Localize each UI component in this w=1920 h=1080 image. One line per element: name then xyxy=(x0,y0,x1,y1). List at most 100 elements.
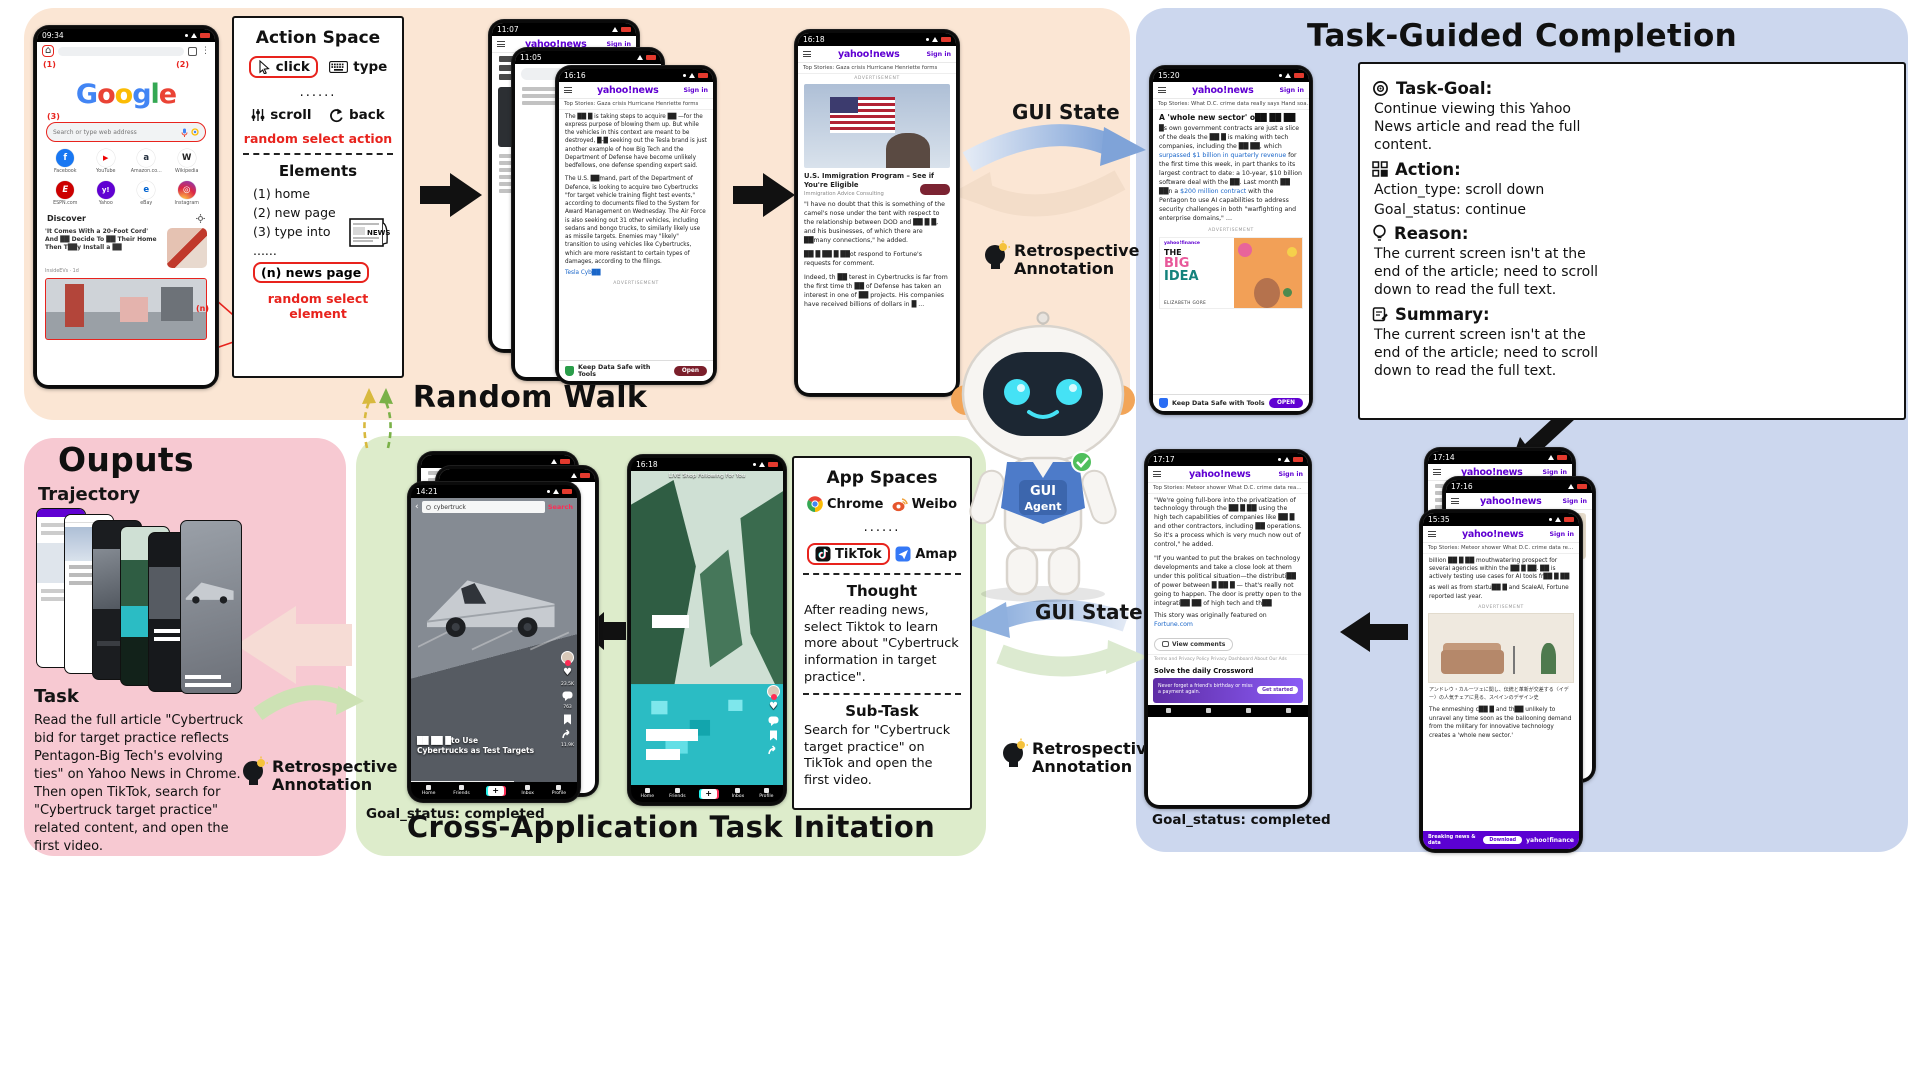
ad-button[interactable] xyxy=(920,183,950,195)
article-link[interactable]: surpassed $1 billion in quarterly revenu… xyxy=(1159,152,1287,160)
element-type-into[interactable]: (3) type into xyxy=(253,224,331,239)
comment-icon[interactable] xyxy=(768,716,779,726)
tabs-icon[interactable] xyxy=(188,46,197,56)
home-icon[interactable]: ⌂ xyxy=(42,45,55,57)
article-paragraph: billion ██ █ ██ mouthwatering prospect f… xyxy=(1429,557,1570,581)
nav-friends[interactable]: Friends xyxy=(453,785,470,796)
sign-in-button[interactable]: Sign in xyxy=(683,86,708,94)
bookmark-icon[interactable] xyxy=(563,714,572,725)
footer-links[interactable]: Terms and Privacy Policy Privacy Dashboa… xyxy=(1148,653,1308,664)
top-stories-bar[interactable]: Top Stories: Meteor shower What D.C. cri… xyxy=(1148,483,1308,494)
censored-block xyxy=(646,749,680,760)
lens-icon[interactable] xyxy=(191,128,199,136)
like-icon[interactable]: ♥ xyxy=(563,667,572,678)
address-bar[interactable] xyxy=(58,46,184,56)
view-comments-button[interactable]: View comments xyxy=(1154,637,1234,651)
action-type[interactable]: type xyxy=(329,59,387,75)
top-stories-bar[interactable]: Top Stories: Meteor shower What D.C. cri… xyxy=(1423,543,1579,554)
nav-home[interactable]: Home xyxy=(641,788,654,799)
ad-caption[interactable]: U.S. Immigration Program – See if You're… xyxy=(798,170,956,199)
tiktok-search-bar[interactable]: ‹ cybertruck Search xyxy=(415,501,573,513)
shortcut-instagram[interactable]: ◎Instagram xyxy=(167,181,208,206)
download-button[interactable]: Download xyxy=(1483,836,1523,844)
feed-card[interactable]: 'It Comes With a 20-Foot Cord' And ██ De… xyxy=(37,225,215,269)
element-news-page[interactable]: (n) news page xyxy=(253,262,370,283)
top-stories-bar[interactable]: Top Stories: Gaza crisis Hurricane Henri… xyxy=(798,63,956,74)
nav-profile[interactable]: Profile xyxy=(552,785,566,796)
nav-inbox[interactable]: Inbox xyxy=(521,785,534,796)
bookmark-icon[interactable] xyxy=(769,730,778,741)
comment-icon[interactable] xyxy=(562,691,573,701)
menu-icon[interactable] xyxy=(1428,531,1436,537)
search-bar[interactable]: Search or type web address xyxy=(46,122,206,142)
article-link[interactable]: $200 million contract xyxy=(1180,188,1247,196)
ad-open-button[interactable]: Open xyxy=(673,366,707,376)
top-stories-bar[interactable]: Top Stories: What D.C. crime data really… xyxy=(1153,99,1309,110)
back-icon[interactable]: ‹ xyxy=(415,501,419,512)
menu-icon[interactable] xyxy=(1158,87,1166,93)
sign-in-button[interactable]: Sign in xyxy=(1278,470,1303,478)
menu-icon[interactable] xyxy=(1153,471,1161,477)
goal-status-text: Goal_status: continue xyxy=(1374,201,1526,218)
robot-label-gui: GUI xyxy=(1030,484,1056,499)
island-video[interactable]: LIVE Shop Following For You ♥ xyxy=(631,471,783,785)
like-icon[interactable]: ♥ xyxy=(769,701,778,712)
bottom-nav[interactable] xyxy=(1148,704,1308,717)
cross-app-title: Cross-Application Task Initation xyxy=(406,810,936,844)
ad-open-button[interactable]: OPEN xyxy=(1269,398,1303,408)
creator-avatar[interactable] xyxy=(767,685,780,698)
app-weibo[interactable]: Weibo xyxy=(892,496,957,512)
create-button[interactable]: + xyxy=(700,788,717,799)
mic-icon[interactable] xyxy=(181,128,188,137)
create-button[interactable]: + xyxy=(487,785,504,796)
feed-tabs[interactable]: LIVE Shop Following For You xyxy=(668,473,746,479)
top-stories-bar[interactable]: Top Stories: Gaza crisis Hurricane Henri… xyxy=(559,99,713,110)
app-tiktok[interactable]: TikTok xyxy=(807,543,890,565)
sign-in-button[interactable]: Sign in xyxy=(926,50,951,58)
element-new-page[interactable]: (2) new page xyxy=(253,205,336,220)
action-back[interactable]: back xyxy=(328,107,385,123)
fortune-link[interactable]: Fortune.com xyxy=(1154,620,1193,628)
nav-home[interactable]: Home xyxy=(422,785,435,796)
sign-in-button[interactable]: Sign in xyxy=(1549,530,1574,538)
action-scroll[interactable]: scroll xyxy=(251,107,311,123)
action-click[interactable]: click xyxy=(248,56,318,78)
element-home[interactable]: (1) home xyxy=(253,186,311,201)
promo-banner[interactable]: Never forget a friend's birthday or miss… xyxy=(1153,677,1303,703)
menu-icon[interactable] xyxy=(564,87,572,93)
nav-inbox[interactable]: Inbox xyxy=(732,788,744,799)
sign-in-button[interactable]: Sign in xyxy=(1279,86,1304,94)
share-icon[interactable] xyxy=(562,729,573,739)
creator-avatar[interactable] xyxy=(561,651,574,664)
video-progress[interactable] xyxy=(411,780,514,782)
app-chrome[interactable]: Chrome xyxy=(807,496,884,512)
get-started-button[interactable]: Get started xyxy=(1257,686,1298,695)
nav-friends[interactable]: Friends xyxy=(669,788,686,799)
shortcut-yahoo[interactable]: y!Yahoo xyxy=(86,181,127,206)
menu-icon[interactable] xyxy=(803,51,811,57)
nav-profile[interactable]: Profile xyxy=(759,788,773,799)
ad-label: ADVERTISEMENT xyxy=(613,281,659,287)
article-link[interactable]: Tesla Cyb██ xyxy=(565,269,601,276)
share-icon[interactable] xyxy=(768,745,779,755)
app-amap[interactable]: Amap xyxy=(895,546,957,562)
sign-in-button[interactable]: Sign in xyxy=(606,40,631,48)
ad-image-flag[interactable] xyxy=(804,84,950,168)
news-image-card[interactable] xyxy=(45,278,207,340)
menu-icon[interactable] xyxy=(497,41,505,47)
search-button[interactable]: Search xyxy=(547,503,573,511)
gear-icon[interactable] xyxy=(196,214,205,223)
menu-icon[interactable]: ⋮ xyxy=(201,46,210,56)
shortcut-youtube[interactable]: ▶YouTube xyxy=(86,149,127,174)
furniture-ad-image[interactable] xyxy=(1428,613,1574,684)
